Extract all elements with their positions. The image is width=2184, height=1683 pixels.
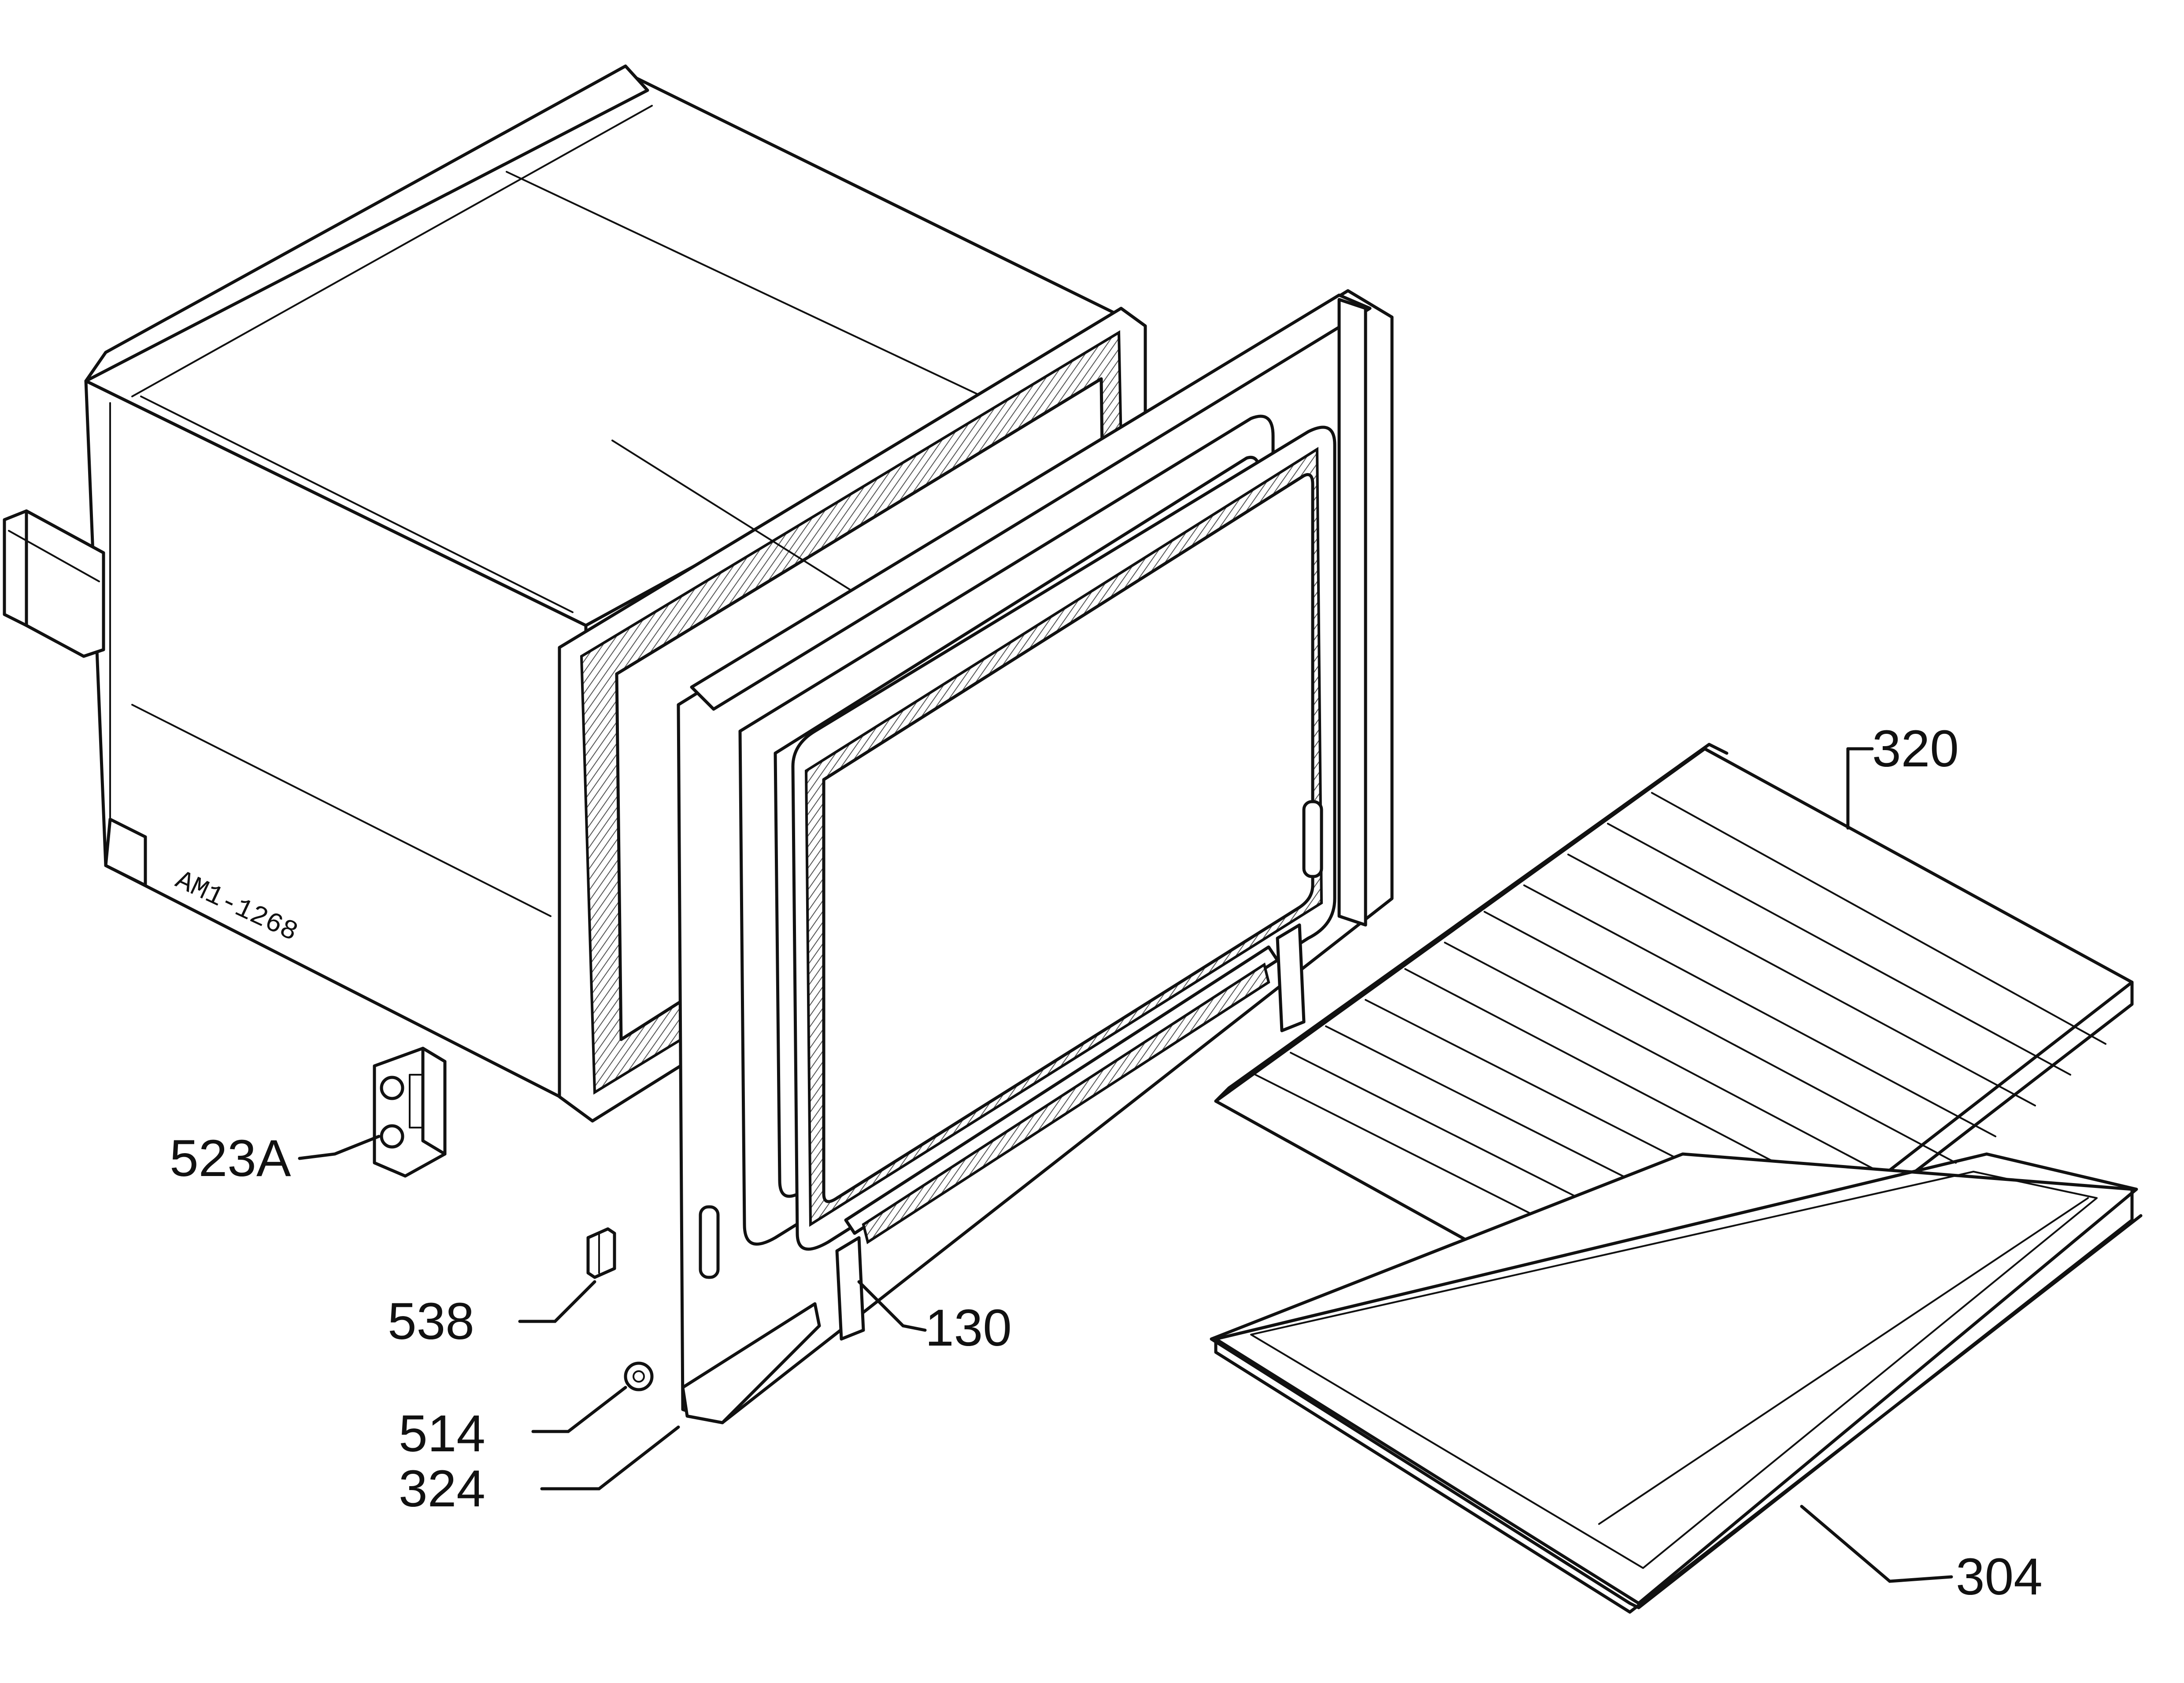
front-frame	[677, 289, 1394, 1424]
leader-523a	[298, 1135, 381, 1160]
leader-324	[540, 1425, 680, 1491]
leader-304	[1800, 1505, 1953, 1583]
callout-324: 324	[399, 1460, 485, 1518]
nut-514	[624, 1361, 654, 1391]
baking-tray	[1210, 1152, 2143, 1614]
leader-130	[857, 1280, 927, 1332]
callout-538: 538	[388, 1292, 474, 1350]
callout-523a: 523A	[170, 1129, 291, 1187]
callout-304: 304	[1956, 1548, 2043, 1606]
hinge-523a	[373, 1047, 447, 1178]
callout-320: 320	[1872, 720, 1959, 778]
clip-538	[586, 1227, 616, 1279]
leader-538	[518, 1280, 596, 1323]
callout-130: 130	[925, 1299, 1012, 1357]
leader-lines	[298, 747, 1953, 1583]
leader-514	[531, 1386, 627, 1433]
callout-514: 514	[399, 1405, 485, 1463]
